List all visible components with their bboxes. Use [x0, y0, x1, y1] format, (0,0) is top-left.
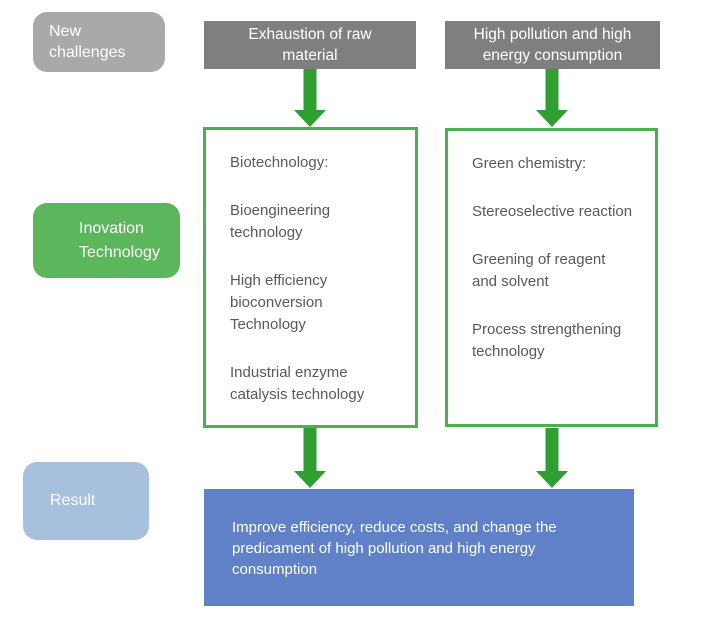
tech-item: Stereoselective reaction	[472, 203, 633, 220]
down-arrow-icon	[294, 428, 326, 488]
tech-item: Green chemistry:	[472, 155, 587, 172]
tech-item: Bioengineering technology	[230, 202, 331, 241]
technology-box-green-chemistry: Green chemistry: Stereoselective reactio…	[445, 128, 658, 427]
tech-item: Process strengthening technology	[472, 321, 622, 360]
down-arrow-icon	[294, 69, 326, 127]
tech-item: Greening of reagent and solvent	[472, 251, 606, 290]
down-arrow-icon	[536, 69, 568, 127]
challenge-box-pollution-energy: High pollution and high energy consumpti…	[445, 21, 660, 69]
down-arrow-icon	[536, 428, 568, 488]
label-new-challenges: New challenges	[33, 12, 165, 72]
label-innovation-technology: Inovation Technology	[33, 203, 180, 278]
challenge-box-raw-material: Exhaustion of raw material	[204, 21, 416, 69]
tech-item: High efficiency bioconversion Technology	[230, 272, 328, 333]
label-result: Result	[23, 462, 149, 540]
technology-box-biotechnology: Biotechnology: Bioengineering technology…	[203, 127, 418, 428]
result-box: Improve efficiency, reduce costs, and ch…	[204, 489, 634, 606]
tech-item: Industrial enzyme catalysis technology	[230, 364, 365, 403]
tech-item: Biotechnology:	[230, 154, 329, 171]
